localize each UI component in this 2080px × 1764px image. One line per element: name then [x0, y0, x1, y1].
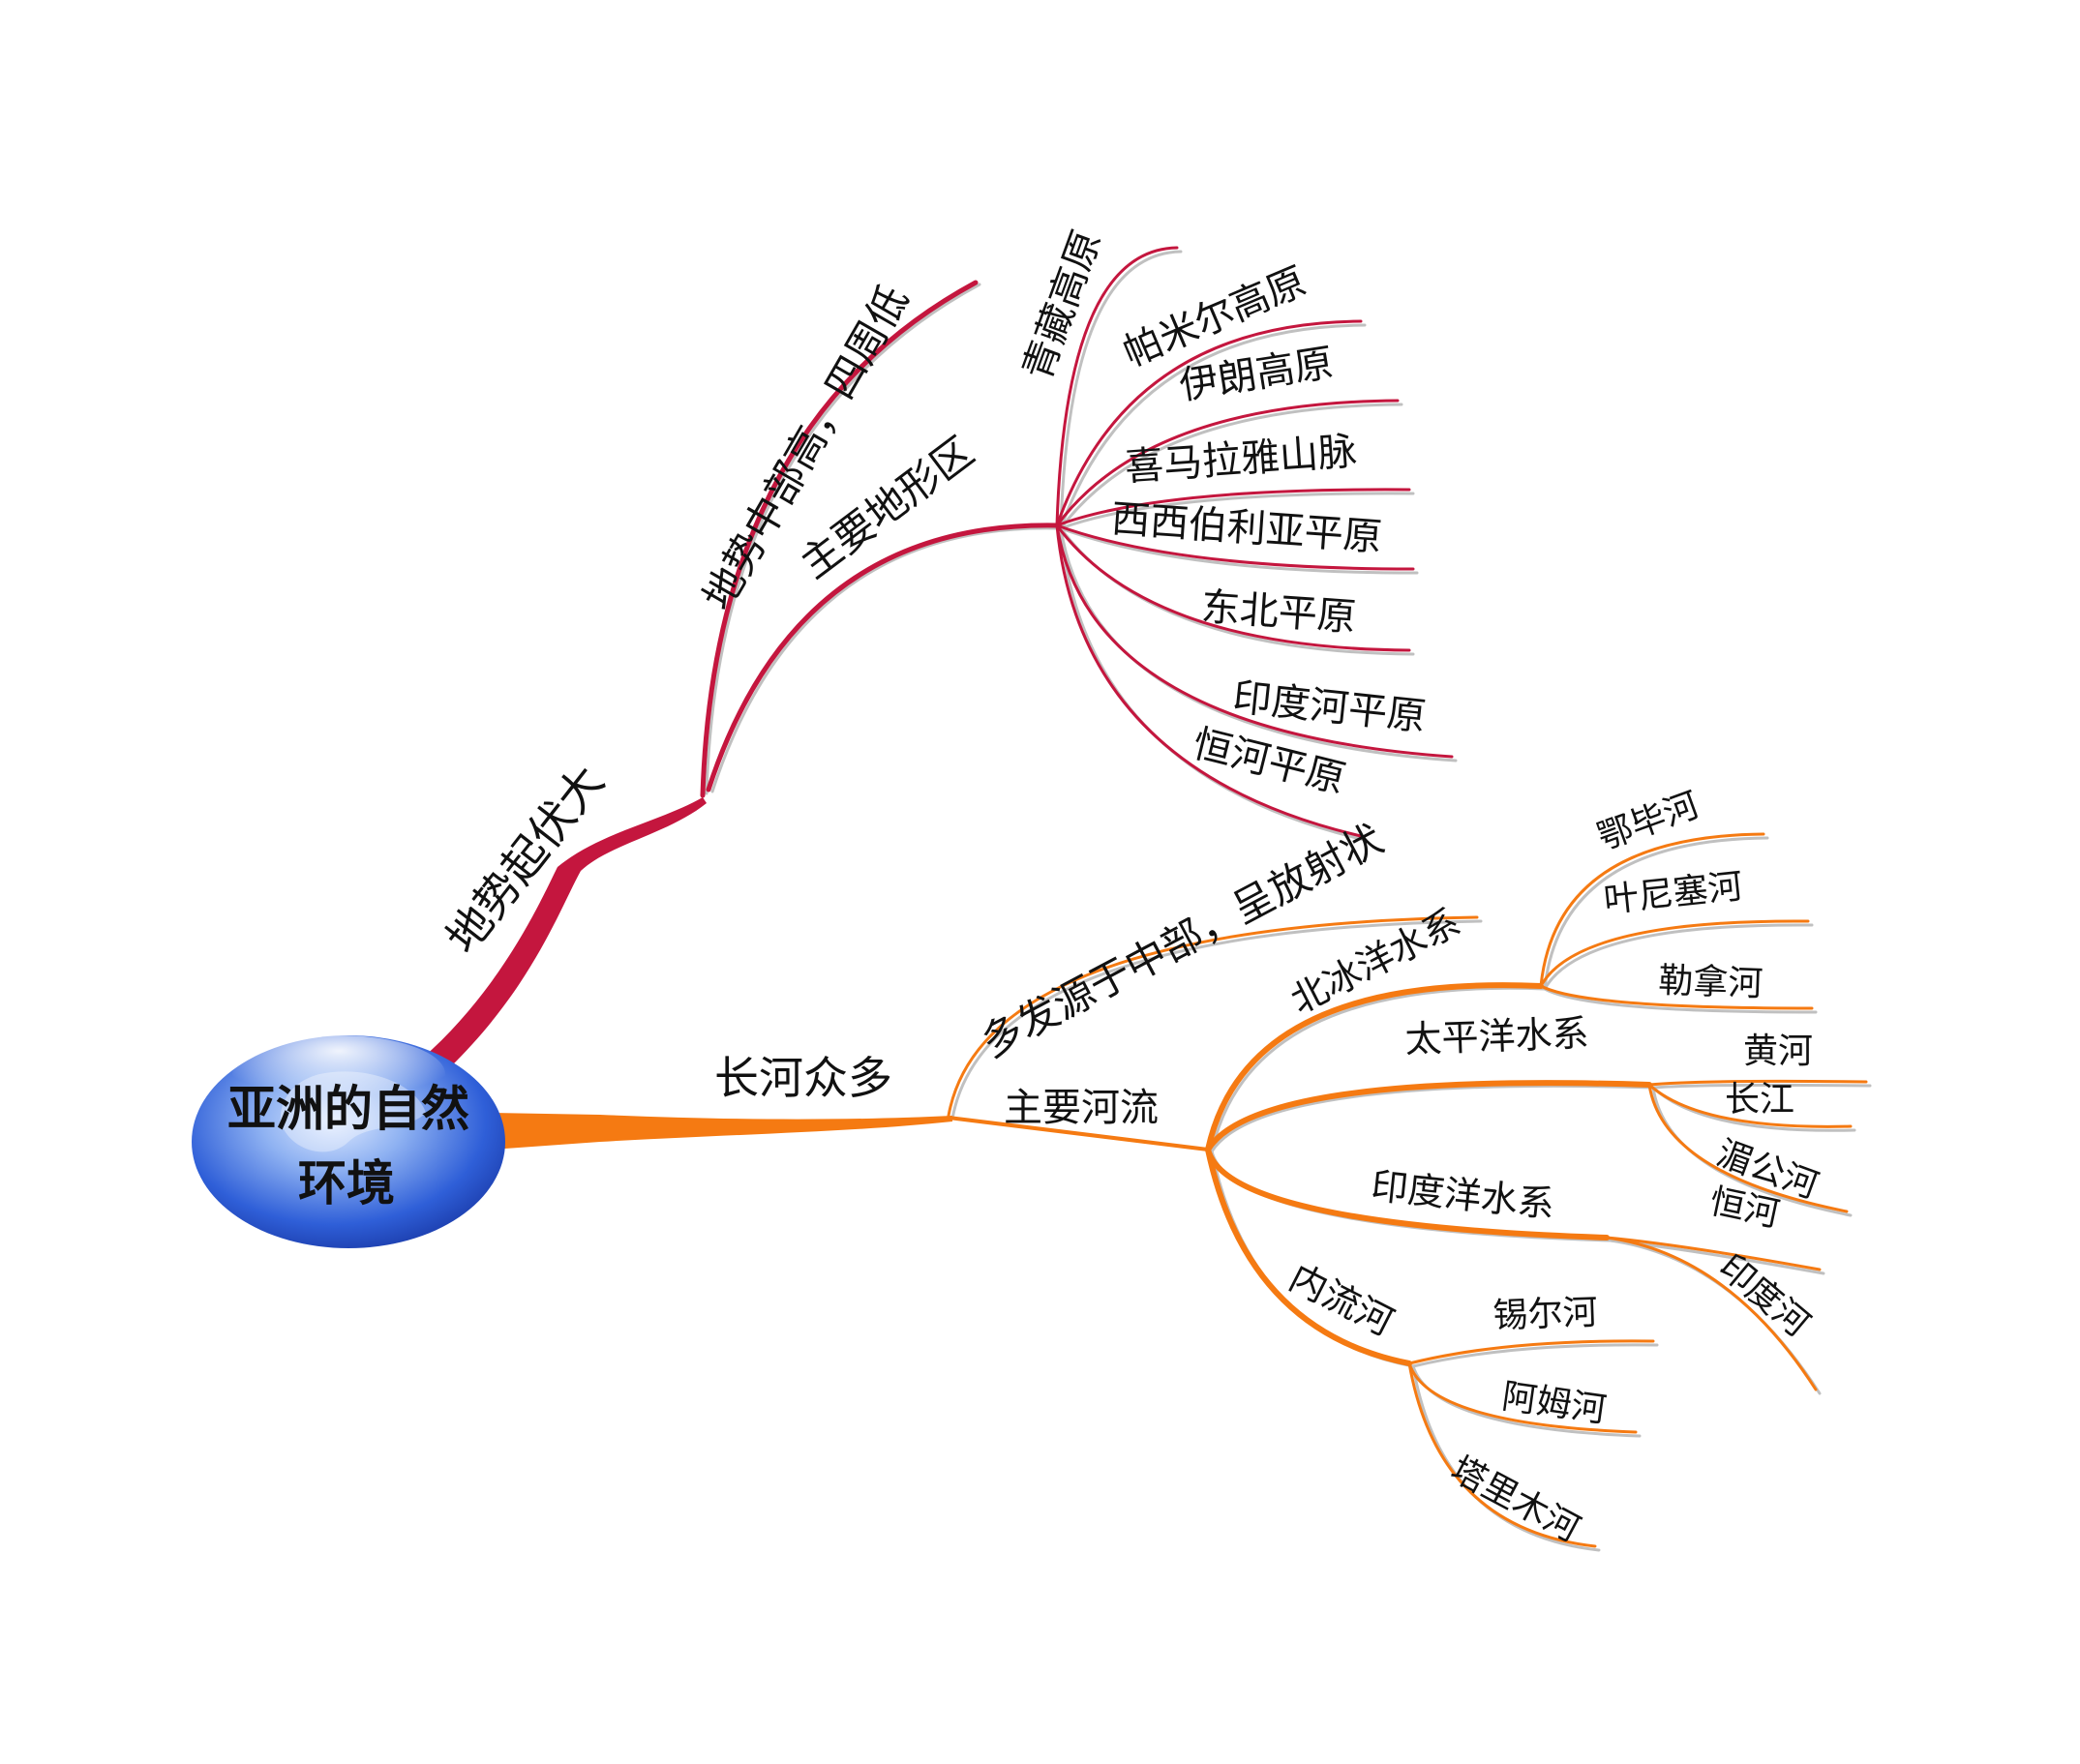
river-tarim[interactable]: 塔里木河 [1444, 1450, 1585, 1550]
rivers-major-label[interactable]: 主要河流 [1004, 1086, 1159, 1130]
terrain-branch [422, 246, 1458, 1068]
rivers-feature-line [947, 915, 1479, 1118]
rivers-major-line [947, 1116, 1210, 1151]
region-indus[interactable]: 印度河平原 [1231, 675, 1429, 740]
globe-land-shape [280, 1071, 426, 1152]
inland-system-label[interactable]: 内流河 [1282, 1256, 1401, 1344]
river-lena[interactable]: 勒拿河 [1658, 961, 1763, 1004]
rivers-branch [492, 832, 1872, 1552]
center-node[interactable]: 亚洲的自然 环境 [192, 1035, 505, 1248]
rivers-main-label[interactable]: 长河众多 [714, 1052, 892, 1104]
river-yenisei[interactable]: 叶尼塞河 [1602, 867, 1745, 921]
center-title-line1: 亚洲的自然 [227, 1080, 469, 1137]
river-ob[interactable]: 鄂毕河 [1592, 785, 1704, 857]
region-himalaya[interactable]: 喜马拉雅山脉 [1124, 430, 1359, 491]
rivers-feature-label[interactable]: 多发源于中部，呈放射状 [974, 815, 1391, 1066]
terrain-feature-line [700, 280, 979, 798]
center-title-line2: 环境 [298, 1154, 395, 1211]
region-ganges[interactable]: 恒河平原 [1189, 722, 1349, 802]
terrain-trunk [422, 797, 707, 1068]
region-iran[interactable]: 伊朗高原 [1176, 341, 1336, 408]
river-changjiang[interactable]: 长江 [1725, 1080, 1794, 1120]
indian-system-label[interactable]: 印度洋水系 [1370, 1164, 1557, 1226]
region-qinghai-tibet[interactable]: 青藏高原 [1015, 225, 1110, 386]
river-huanghe[interactable]: 黄河 [1743, 1031, 1813, 1071]
globe-highlight [232, 1035, 445, 1113]
rivers-labels: 长河众多 多发源于中部，呈放射状 主要河流 北冰洋水系 鄂毕河 叶尼塞河 勒拿河… [714, 785, 1824, 1549]
region-northeast[interactable]: 东北平原 [1199, 585, 1357, 641]
river-syr[interactable]: 锡尔河 [1492, 1293, 1598, 1336]
pacific-system-label[interactable]: 太平洋水系 [1404, 1012, 1589, 1061]
terrain-regions-line [706, 523, 1060, 792]
arctic-system-label[interactable]: 北冰洋水系 [1283, 901, 1466, 1022]
rivers-trunk [492, 1113, 952, 1150]
